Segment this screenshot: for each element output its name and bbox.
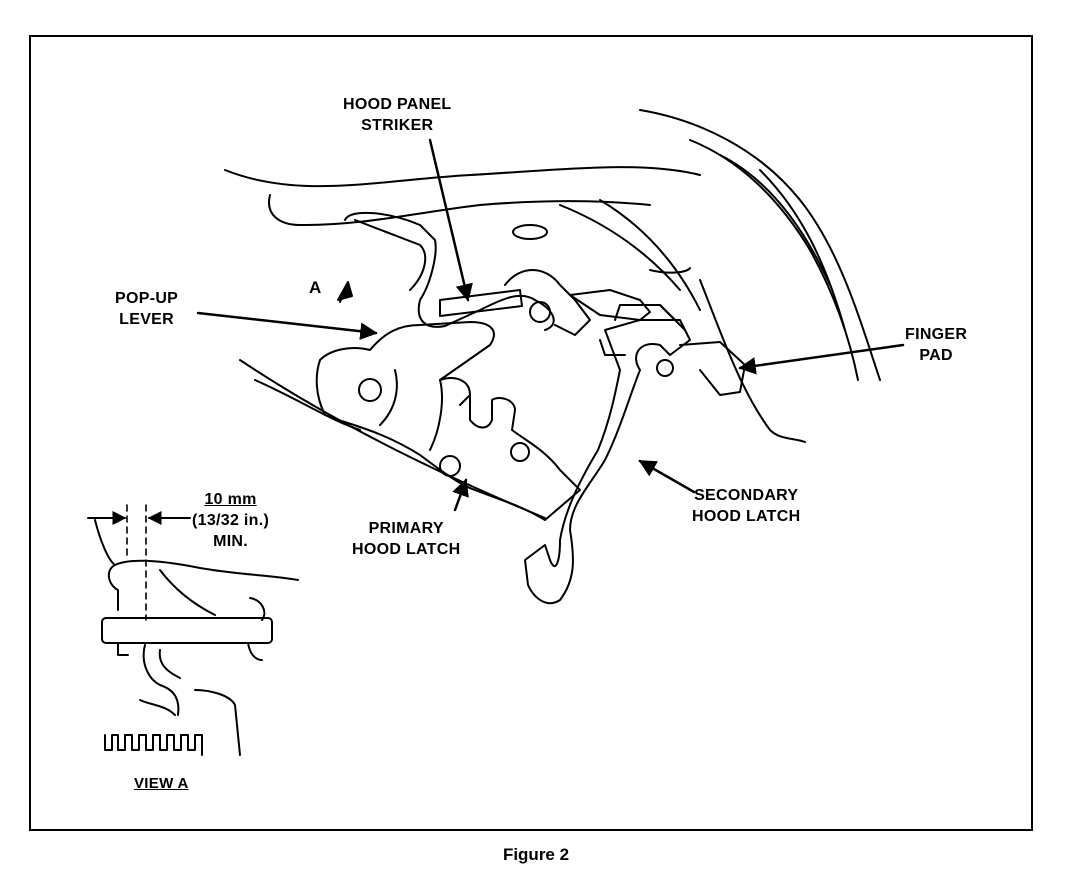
dimension-qualifier: MIN. [213, 533, 249, 550]
dimension-label: 10 mm (13/32 in.) MIN. [192, 489, 269, 552]
view-a-caption: VIEW A [134, 775, 189, 792]
figure-caption: Figure 2 [502, 845, 570, 864]
secondary-hood-latch [524, 304, 746, 605]
figure-frame [29, 35, 1033, 831]
popup-leader [196, 311, 378, 340]
primary-hood-latch-body [315, 321, 581, 521]
view-a-arrow [337, 281, 353, 303]
dimension-imperial: (13/32 in.) [192, 512, 270, 529]
finger-pad-leader [738, 343, 905, 375]
hood-panel-striker [344, 211, 651, 336]
secondary-leader [638, 459, 696, 494]
view-a-marker-label: A [309, 278, 322, 297]
leader-lines [196, 138, 905, 512]
view-a-inset [87, 504, 299, 756]
dimension-value: 10 mm [204, 491, 257, 508]
primary-leader [452, 478, 469, 512]
striker-leader [428, 138, 473, 302]
